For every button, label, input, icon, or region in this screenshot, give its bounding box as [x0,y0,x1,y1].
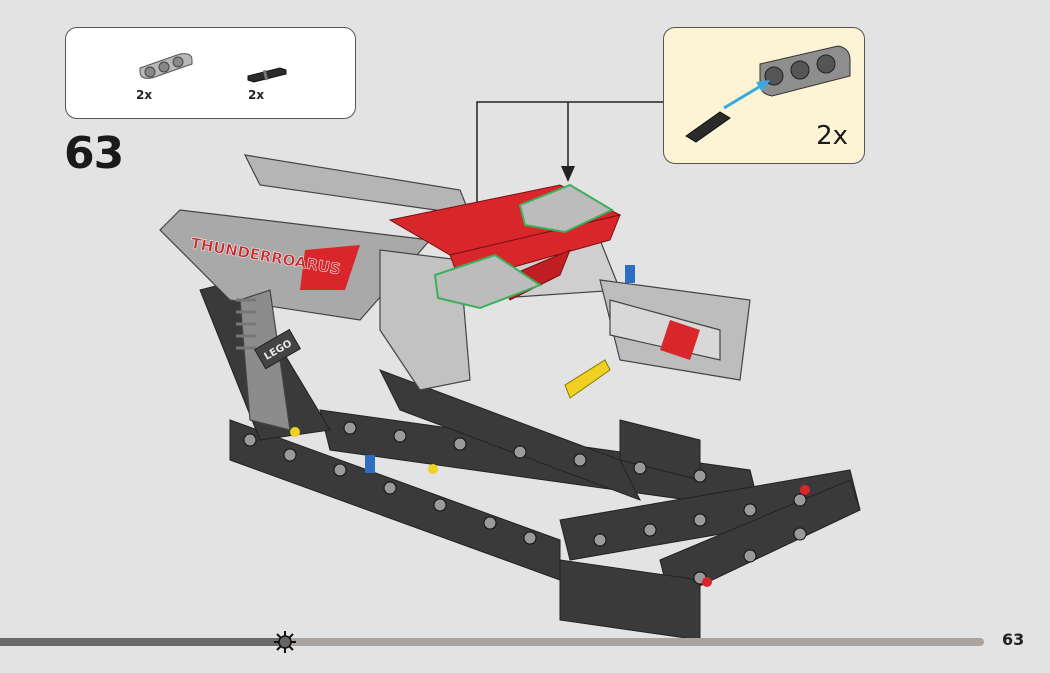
callout-illustration [685,45,851,143]
red-decals [300,245,700,360]
callout-quantity: 2x [816,121,848,151]
pins [290,265,810,587]
assembly-callout: 2x [663,27,865,164]
yellow-axle-end [290,427,300,437]
yellow-axle [564,359,611,399]
shock-absorber [236,298,256,350]
chassis [199,279,861,641]
friction-pin-icon [685,111,731,143]
insert-arrow [723,82,765,110]
callout-pointer-lines [476,101,663,235]
progress-bar [0,631,984,653]
part-quantity: 2x [136,88,153,102]
parts-list-box: 2x 2x [65,27,356,119]
beam-holes [243,421,807,585]
beam-3-icon [139,53,193,79]
part-quantity: 2x [248,88,265,102]
page-number: 63 [1002,630,1025,649]
progress-marker-icon [274,631,297,653]
friction-pin-icon [247,67,287,83]
step-number: 63 [64,128,124,179]
blue-pin [625,265,635,283]
yellow-axle-end [428,464,438,474]
new-parts-highlight [433,183,615,310]
progress-fill [0,638,286,646]
arrow-down-icon [561,166,575,182]
blue-pin [365,455,375,473]
